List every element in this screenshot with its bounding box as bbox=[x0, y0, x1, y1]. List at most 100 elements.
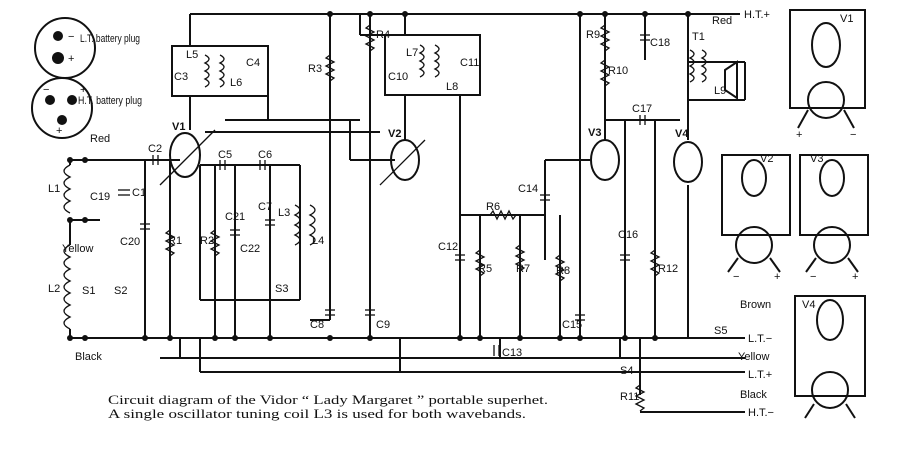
component-label: C11 bbox=[460, 57, 479, 69]
component-label: C5 bbox=[218, 149, 232, 161]
component-label: L2 bbox=[48, 283, 60, 295]
terminal-ht-minus: H.T.− bbox=[748, 407, 774, 419]
component-label: C12 bbox=[438, 241, 458, 253]
svg-text:−: − bbox=[810, 271, 816, 283]
ht-plug-label: H.T. battery plug bbox=[78, 95, 142, 107]
terminal-lt-minus: L.T.− bbox=[748, 333, 772, 345]
lt-plug-label: L.T. battery plug bbox=[80, 33, 140, 45]
lead-label-black: Black bbox=[740, 389, 767, 401]
lead-label-red: Red bbox=[712, 15, 732, 27]
component-label: C13 bbox=[502, 347, 522, 359]
valve-v4 bbox=[673, 141, 703, 183]
lead-label-brown: Brown bbox=[740, 299, 771, 311]
component-label: R2 bbox=[200, 235, 214, 247]
component-label: T1 bbox=[692, 31, 705, 43]
component-label: C15 bbox=[562, 319, 582, 331]
valve-v1 bbox=[159, 129, 216, 186]
component-label: C21 bbox=[225, 211, 245, 223]
component-label: R6 bbox=[486, 201, 500, 213]
component-label: R1 bbox=[168, 235, 182, 247]
svg-text:+: + bbox=[80, 84, 86, 96]
component-label: R3 bbox=[308, 63, 322, 75]
junctions bbox=[67, 11, 691, 341]
component-label: S2 bbox=[114, 285, 127, 297]
valve-label: V1 bbox=[172, 121, 185, 133]
component-label: C3 bbox=[174, 71, 188, 83]
component-label: S4 bbox=[620, 365, 633, 377]
svg-text:−: − bbox=[733, 271, 739, 283]
svg-text:+: + bbox=[68, 53, 74, 65]
component-label: R12 bbox=[658, 263, 678, 275]
component-label: C8 bbox=[310, 319, 324, 331]
component-label: C20 bbox=[120, 236, 140, 248]
component-label: R7 bbox=[516, 263, 530, 275]
component-label: S3 bbox=[275, 283, 288, 295]
component-label: C4 bbox=[246, 57, 260, 69]
caption-line-1: Circuit diagram of the Vidor “ Lady Marg… bbox=[108, 392, 548, 407]
component-label: L6 bbox=[230, 77, 242, 89]
terminal-lt-plus: L.T.+ bbox=[748, 369, 772, 381]
svg-text:−: − bbox=[68, 31, 74, 43]
valve-base-v2: V2 − + bbox=[721, 153, 791, 283]
component-label: L5 bbox=[186, 49, 198, 61]
component-label: C7 bbox=[258, 201, 272, 213]
component-label: S5 bbox=[714, 325, 727, 337]
component-label: R4 bbox=[376, 29, 390, 41]
svg-text:+: + bbox=[796, 129, 802, 141]
component-label: C1 bbox=[132, 187, 146, 199]
component-label: C22 bbox=[240, 243, 260, 255]
valve-v3 bbox=[590, 139, 620, 181]
valve-base-v4: V4 bbox=[794, 295, 866, 419]
component-label: L1 bbox=[48, 183, 60, 195]
svg-text:−: − bbox=[850, 129, 856, 141]
svg-text:+: + bbox=[852, 271, 858, 283]
valve-v2 bbox=[379, 139, 426, 186]
capacitors bbox=[118, 34, 650, 356]
component-label: C6 bbox=[258, 149, 272, 161]
svg-text:+: + bbox=[774, 271, 780, 283]
component-label: L8 bbox=[446, 81, 458, 93]
component-label: C17 bbox=[632, 103, 652, 115]
lead-label-red: Red bbox=[90, 133, 110, 145]
caption-line-2: A single oscillator tuning coil L3 is us… bbox=[108, 406, 526, 421]
lead-label-yellow: Yellow bbox=[738, 351, 769, 363]
component-label: L9 bbox=[714, 85, 726, 97]
component-label: R11 bbox=[620, 391, 639, 403]
valve-label: V3 bbox=[588, 127, 601, 139]
ht-battery-plug: − + + H.T. battery plug bbox=[31, 77, 142, 139]
resistors bbox=[164, 24, 661, 412]
component-labels: L1 L2 C19 C1 C20 S1 S2 C2 R1 C5 C6 R2 C2… bbox=[48, 29, 727, 403]
base-label: V2 bbox=[760, 153, 773, 165]
base-label: V3 bbox=[810, 153, 823, 165]
valve-label: V2 bbox=[388, 128, 401, 140]
component-label: C10 bbox=[388, 71, 408, 83]
base-label: V1 bbox=[840, 13, 853, 25]
terminal-ht-plus: H.T.+ bbox=[744, 9, 770, 21]
terminal-labels: H.T.+ L.T.− L.T.+ H.T.− bbox=[744, 9, 774, 419]
component-label: C14 bbox=[518, 183, 538, 195]
lead-labels: Red Yellow Black Red Brown Yellow Black bbox=[62, 15, 771, 401]
component-label: R9 bbox=[586, 29, 600, 41]
coils bbox=[63, 44, 738, 338]
component-label: R5 bbox=[478, 263, 492, 275]
component-label: S1 bbox=[82, 285, 95, 297]
base-label: V4 bbox=[802, 299, 815, 311]
component-label: C9 bbox=[376, 319, 390, 331]
component-label: L4 bbox=[312, 235, 324, 247]
valve-base-v1: V1 + − bbox=[789, 9, 866, 141]
component-label: L7 bbox=[406, 47, 418, 59]
component-label: R8 bbox=[556, 265, 570, 277]
lt-battery-plug: − + L.T. battery plug bbox=[34, 17, 140, 79]
component-label: L3 bbox=[278, 207, 290, 219]
lead-label-yellow: Yellow bbox=[62, 243, 93, 255]
component-label: C2 bbox=[148, 143, 162, 155]
component-label: C18 bbox=[650, 37, 670, 49]
svg-text:+: + bbox=[56, 125, 62, 137]
component-label: R10 bbox=[608, 65, 628, 77]
component-label: C16 bbox=[618, 229, 638, 241]
valve-base-v3: V3 − + bbox=[799, 153, 869, 283]
svg-text:−: − bbox=[43, 84, 49, 96]
component-label: C19 bbox=[90, 191, 110, 203]
lead-label-black: Black bbox=[75, 351, 102, 363]
